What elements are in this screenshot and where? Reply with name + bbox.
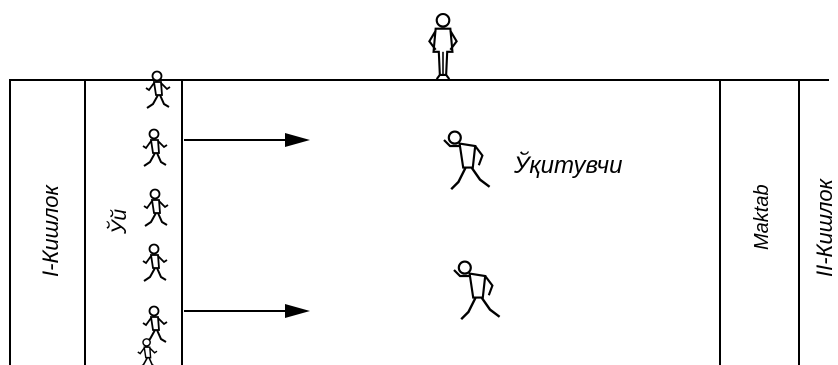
walking-person-icon (145, 70, 171, 109)
walking-person-icon (137, 337, 158, 365)
standing-person-icon (428, 12, 458, 81)
arrow-right-icon (184, 133, 310, 147)
walking-person-icon (143, 188, 169, 227)
arrow-right-icon (184, 304, 310, 318)
walking-person-icon (142, 128, 168, 167)
walking-person-icon (142, 305, 168, 344)
running-person-icon (452, 260, 501, 321)
village-1-label: I-Кишлок (38, 183, 63, 277)
walking-person-icon (142, 243, 168, 282)
teacher-label: Ўқитувчи (513, 150, 622, 179)
village-2-label: II-Кишлок (812, 177, 837, 277)
home-label: Ўй (107, 209, 131, 235)
running-person-icon (442, 130, 491, 191)
school-label: Maktab (751, 184, 773, 250)
